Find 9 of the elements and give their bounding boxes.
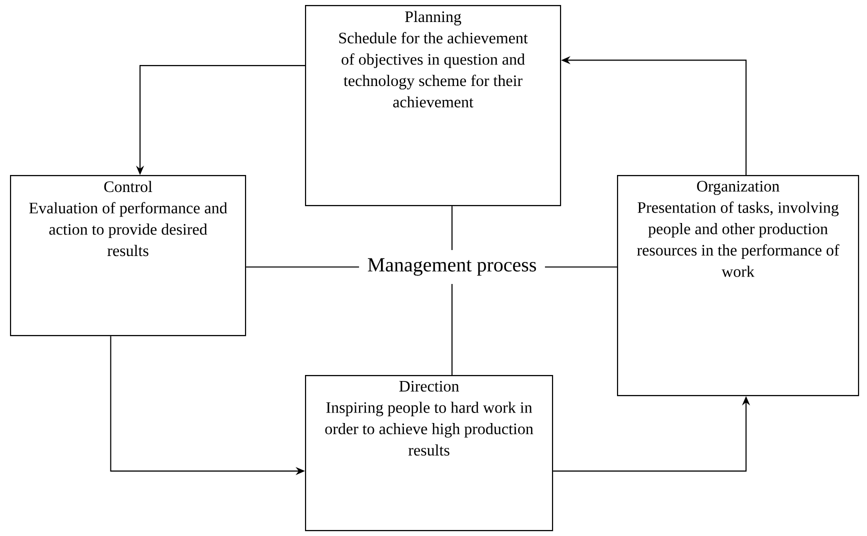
process-box: Control Evaluation of performance and action to provide desired results	[10, 175, 246, 336]
connector-line	[451, 284, 453, 375]
process-box: Organization Presentation of tasks, involving people and other production resources in the performance of work	[617, 175, 860, 396]
process-box: Planning Schedule for the achievement of objectives in question and technology scheme for their achievement	[305, 5, 562, 206]
connector-line	[246, 266, 360, 268]
process-box: Direction Inspiring people to hard work in order to achieve high production results	[305, 375, 554, 532]
connector-line	[544, 266, 617, 268]
connector-line	[451, 206, 453, 250]
center-label: Management process	[368, 258, 536, 276]
